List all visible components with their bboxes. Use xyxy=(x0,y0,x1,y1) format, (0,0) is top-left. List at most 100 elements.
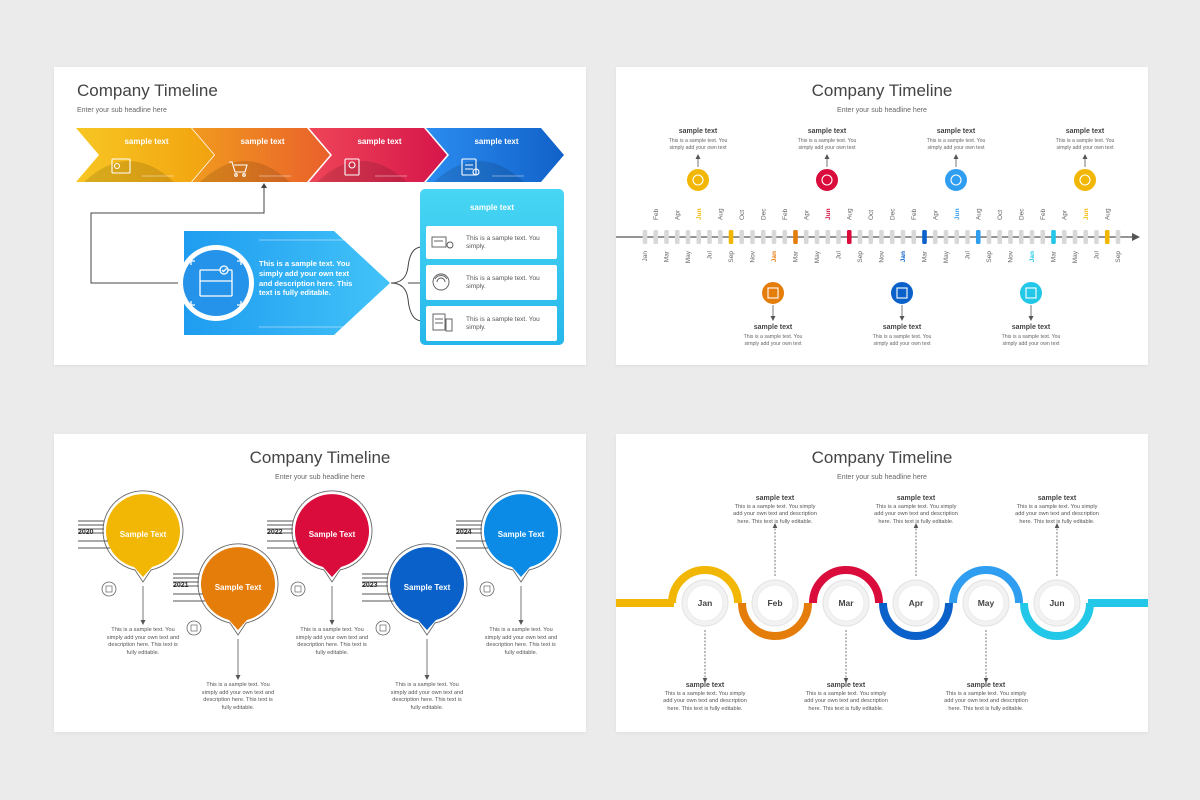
month-node xyxy=(827,584,865,622)
slide-subtitle: Enter your sub headline here xyxy=(837,474,927,481)
timeline-tick xyxy=(1008,230,1013,244)
callout-text: This is a sample text. You simply add yo… xyxy=(663,691,747,712)
month-node xyxy=(897,584,935,622)
month-label-bottom: Nov xyxy=(1008,250,1015,262)
month-label-bottom: May xyxy=(1072,250,1079,263)
timeline-tick xyxy=(793,230,798,244)
pin-marker xyxy=(389,547,464,630)
timeline-tick xyxy=(771,230,777,244)
year-label: 2020 xyxy=(78,529,94,536)
pin-timeline-graphic xyxy=(78,490,562,680)
milestone-icon xyxy=(1018,280,1044,306)
milestone-icon xyxy=(943,167,969,193)
callout-title: sample text xyxy=(685,682,725,689)
timeline-tick xyxy=(997,230,1003,244)
slide-wave-timeline[interactable]: Company Timeline Enter your sub headline… xyxy=(616,434,1148,732)
year-label: 2023 xyxy=(362,582,378,589)
timeline-tick xyxy=(739,230,745,244)
timeline-tick xyxy=(653,230,659,244)
callout-title: sample text xyxy=(755,495,795,502)
month-label-bottom: Nov xyxy=(879,250,886,262)
month-node xyxy=(686,584,724,622)
month-label-top: Dec xyxy=(889,208,896,220)
pin-description: This is a sample text. You simply add yo… xyxy=(201,682,275,711)
slide-chevron-timeline[interactable]: Company Timeline Enter your sub headline… xyxy=(54,67,586,365)
timeline-tick xyxy=(760,230,766,244)
timeline-tick xyxy=(728,230,734,244)
pin-label: Sample Text xyxy=(403,583,451,592)
month-label-bottom: Mar xyxy=(922,250,929,262)
callout-text: This is a sample text. You simply add yo… xyxy=(1015,504,1099,525)
line-icon xyxy=(186,620,202,636)
timeline-tick xyxy=(943,230,949,244)
month-label-top: Jun xyxy=(825,208,832,220)
chevron-label-2: sample text xyxy=(240,137,285,146)
callout-title: sample text xyxy=(1011,324,1051,331)
month-label-bottom: May xyxy=(814,250,821,263)
month-label: Feb xyxy=(767,598,783,608)
month-label-top: Aug xyxy=(975,208,982,220)
callout-title: sample text xyxy=(936,128,976,135)
month-label-top: Apr xyxy=(803,209,810,220)
slide-title: Company Timeline xyxy=(811,448,953,467)
line-icon xyxy=(479,581,495,597)
month-label-top: Jun xyxy=(954,208,961,220)
month-label-bottom: Sep xyxy=(986,251,993,263)
timeline-tick xyxy=(975,230,981,244)
timeline-tick xyxy=(696,230,702,244)
month-label-top: Feb xyxy=(653,208,660,220)
month-label: May xyxy=(977,598,995,608)
timeline-tick xyxy=(1029,230,1035,244)
pin-label: Sample Text xyxy=(119,530,167,539)
callout-title: sample text xyxy=(807,128,847,135)
chevron-label-4: sample text xyxy=(474,137,519,146)
month-label-bottom: Jul xyxy=(965,250,972,259)
timeline-tick xyxy=(1040,230,1046,244)
callout-text: This is a sample text. You simply add yo… xyxy=(926,138,986,151)
slide-title: Company Timeline xyxy=(77,81,218,100)
chevron-label-3: sample text xyxy=(357,137,402,146)
checkout-icon xyxy=(190,260,242,306)
timeline-tick xyxy=(922,230,927,244)
timeline-tick xyxy=(1072,230,1078,244)
month-label: Apr xyxy=(908,598,924,608)
timeline-tick xyxy=(782,230,788,244)
month-label-top: Dec xyxy=(1018,208,1025,220)
wave-segment xyxy=(738,602,812,640)
timeline-tick xyxy=(1061,230,1067,244)
month-label: Jun xyxy=(1049,598,1065,608)
callout-title: sample text xyxy=(882,324,922,331)
wave-segment xyxy=(1020,602,1094,640)
timeline-tick xyxy=(707,230,712,244)
month-label-top: Feb xyxy=(911,208,918,220)
callout-text: This is a sample text. You simply add yo… xyxy=(743,334,803,347)
slide-pin-timeline[interactable]: Company Timeline Enter your sub headline… xyxy=(54,434,586,732)
month-label-bottom: Jul xyxy=(836,250,843,259)
year-label: 2024 xyxy=(456,529,472,536)
month-label-bottom: Nov xyxy=(750,250,757,262)
callout-title: sample text xyxy=(1037,495,1077,502)
wave-segment xyxy=(668,566,742,604)
callout-title: sample text xyxy=(966,682,1006,689)
month-label-bottom: Jan xyxy=(1029,251,1036,262)
timeline-tick xyxy=(1083,230,1089,244)
timeline-tick xyxy=(1094,230,1099,244)
slide-month-timeline[interactable]: Company Timeline Enter your sub headline… xyxy=(616,67,1148,365)
month-label-top: Apr xyxy=(674,209,681,220)
month-label-bottom: Jan xyxy=(642,251,649,262)
line-icon xyxy=(101,581,117,597)
chevron-2 xyxy=(192,128,330,182)
month-label-top: Oct xyxy=(868,210,875,220)
pin-marker xyxy=(484,494,558,577)
timeline-tick xyxy=(932,230,938,244)
timeline-tick xyxy=(803,230,809,244)
milestone-icon xyxy=(685,167,711,193)
month-node xyxy=(1038,584,1076,622)
timeline-tick xyxy=(1018,230,1024,244)
timeline-tick xyxy=(717,230,723,244)
timeline-tick xyxy=(642,230,648,244)
chevron-graphic xyxy=(76,128,564,345)
month-label-bottom: May xyxy=(943,250,950,263)
timeline-tick xyxy=(965,230,970,244)
